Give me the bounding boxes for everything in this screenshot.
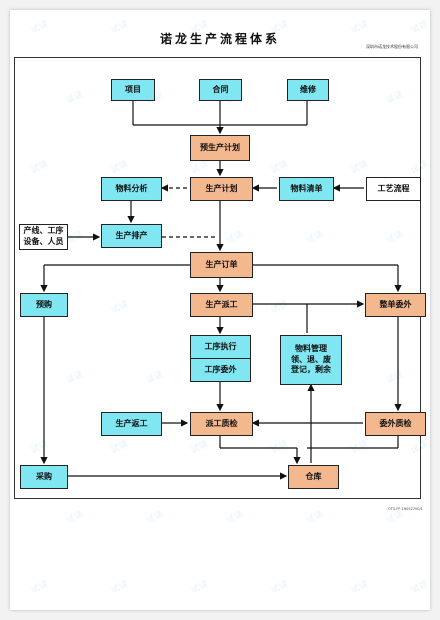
node-gongxu-group: 工序执行 工序委外 bbox=[190, 335, 251, 382]
document-code: OTS-FF-19052700/1 bbox=[388, 507, 423, 511]
node-gongyiliucheng: 工艺流程 bbox=[366, 177, 421, 201]
node-shengchanpaichan: 生产排产 bbox=[101, 224, 162, 248]
node-chanxian: 产线、工序 设备、人员 bbox=[19, 224, 68, 250]
node-xiangmu: 项目 bbox=[111, 79, 155, 101]
node-gongxuzhixing: 工序执行 bbox=[204, 341, 237, 351]
node-chanxian-line2: 设备、人员 bbox=[23, 237, 64, 246]
node-wuliaoguanli-line1: 物料管理 bbox=[295, 343, 327, 353]
node-cangku: 仓库 bbox=[288, 465, 339, 489]
node-zhengdanweiwai: 整单委外 bbox=[365, 293, 426, 317]
node-wuliaoguanli-line2: 领、退、废 bbox=[291, 354, 331, 364]
node-shengchandingdan: 生产订单 bbox=[190, 252, 253, 278]
node-weixiu: 维修 bbox=[287, 79, 329, 101]
node-caigou: 采购 bbox=[20, 465, 68, 489]
page-title: 诺龙生产流程体系 bbox=[159, 32, 280, 46]
node-gongxuweiwai: 工序委外 bbox=[191, 358, 250, 381]
diagram-frame bbox=[14, 57, 421, 499]
node-wuliaoguanli-line3: 登记，剩余 bbox=[291, 365, 331, 375]
node-chanxian-line1: 产线、工序 bbox=[23, 226, 64, 236]
company-name: 深圳市诺龙技术股份有限公司 bbox=[366, 44, 418, 49]
node-wuliaoguanli: 物料管理 领、退、废 登记，剩余 bbox=[280, 335, 342, 385]
node-hetong: 合同 bbox=[199, 79, 242, 101]
node-shengchanjihua: 生产计划 bbox=[190, 177, 253, 201]
node-shengchanfangong: 生产返工 bbox=[101, 412, 162, 436]
node-wuliaofenxi: 物料分析 bbox=[101, 177, 162, 201]
node-shengchanpaigong: 生产派工 bbox=[190, 293, 253, 317]
node-yugou: 预购 bbox=[20, 293, 68, 317]
node-wuliaoqingdan: 物料清单 bbox=[279, 177, 334, 201]
node-paigongzhijian: 派工质检 bbox=[190, 412, 253, 436]
node-weiwaizhijian: 委外质检 bbox=[365, 412, 426, 436]
node-yushengchan: 预生产计划 bbox=[190, 135, 250, 161]
